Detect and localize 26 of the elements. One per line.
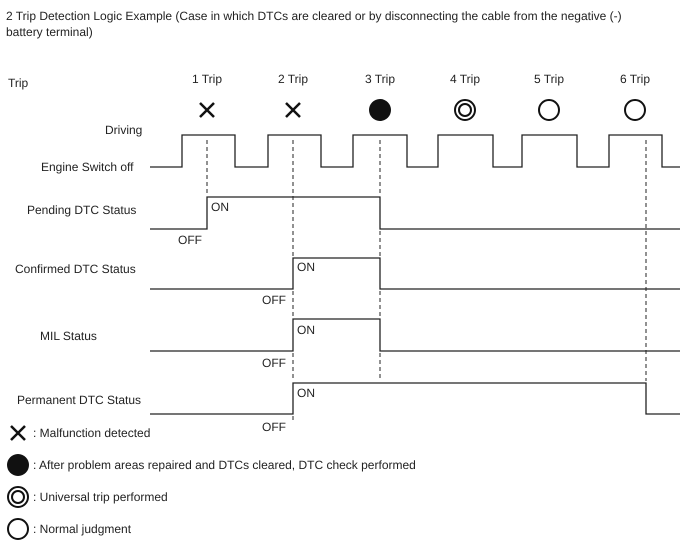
trip-label: 1 Trip — [192, 72, 222, 86]
row-label: Trip — [8, 76, 28, 90]
row-label: Pending DTC Status — [27, 203, 136, 217]
state-label: OFF — [262, 420, 286, 434]
legend-text: : Universal trip performed — [33, 490, 168, 504]
trip-label: 6 Trip — [620, 72, 650, 86]
row-label: Permanent DTC Status — [17, 393, 142, 407]
trip-label: 4 Trip — [450, 72, 480, 86]
title: 2 Trip Detection Logic Example (Case in which DTCs are cleared or by disconnecting the cable from the negative (-) battery terminal) — [6, 8, 623, 40]
state-label: ON — [297, 323, 315, 337]
legend-text: : After problem areas repaired and DTCs cleared, DTC check performed — [33, 458, 416, 472]
state-label: OFF — [262, 293, 286, 307]
state-label: ON — [211, 200, 229, 214]
row-label: MIL Status — [40, 329, 97, 343]
row-label: Driving — [105, 123, 142, 137]
legend-text: : Normal judgment — [33, 522, 132, 536]
state-label: ON — [297, 386, 315, 400]
trip-label: 3 Trip — [365, 72, 396, 86]
state-label: OFF — [262, 356, 286, 370]
state-label: ON — [297, 260, 315, 274]
trip-label: 2 Trip — [278, 72, 308, 86]
state-label: OFF — [178, 233, 202, 247]
legend-text: : Malfunction detected — [33, 426, 150, 440]
trip-label: 5 Trip — [534, 72, 564, 86]
row-label: Confirmed DTC Status — [15, 262, 136, 276]
row-label: Engine Switch off — [41, 160, 134, 174]
